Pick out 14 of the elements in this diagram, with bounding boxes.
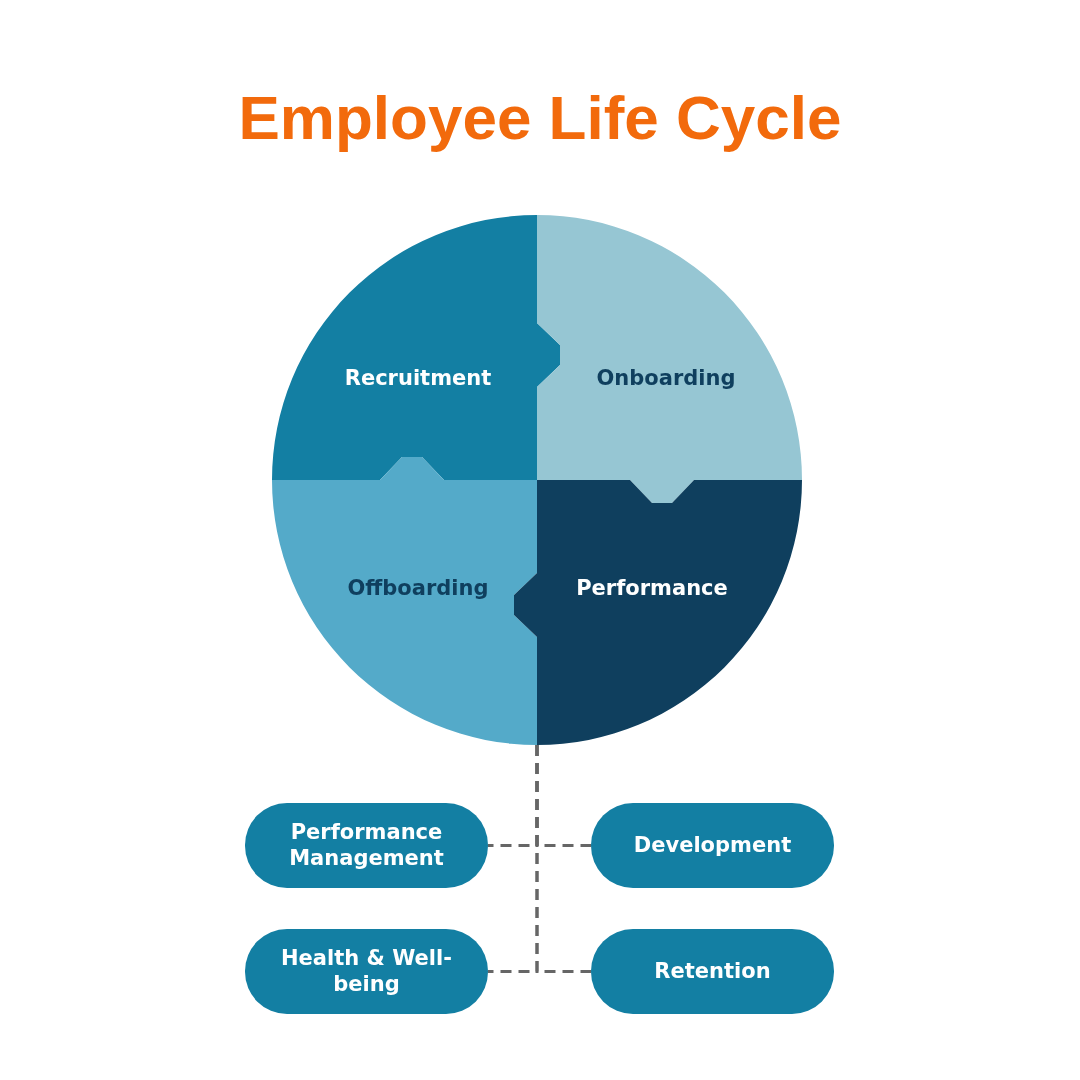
connector-line: [535, 745, 591, 973]
pill-label: Performance Management: [288, 820, 445, 871]
puzzle-piece: [272, 215, 560, 480]
puzzle-piece: [272, 457, 537, 745]
puzzle-piece: [537, 215, 802, 503]
segment-label: Performance: [576, 576, 728, 600]
segment-label: Recruitment: [344, 366, 492, 390]
segment-label: Offboarding: [347, 576, 489, 600]
pill-label: Health & Well-being: [280, 946, 453, 997]
segment-label: Onboarding: [596, 366, 736, 390]
pill-label: Retention: [654, 958, 771, 985]
title: Employee Life Cycle: [237, 82, 843, 153]
puzzle-piece: [514, 480, 802, 745]
pill-label: Development: [633, 832, 792, 859]
